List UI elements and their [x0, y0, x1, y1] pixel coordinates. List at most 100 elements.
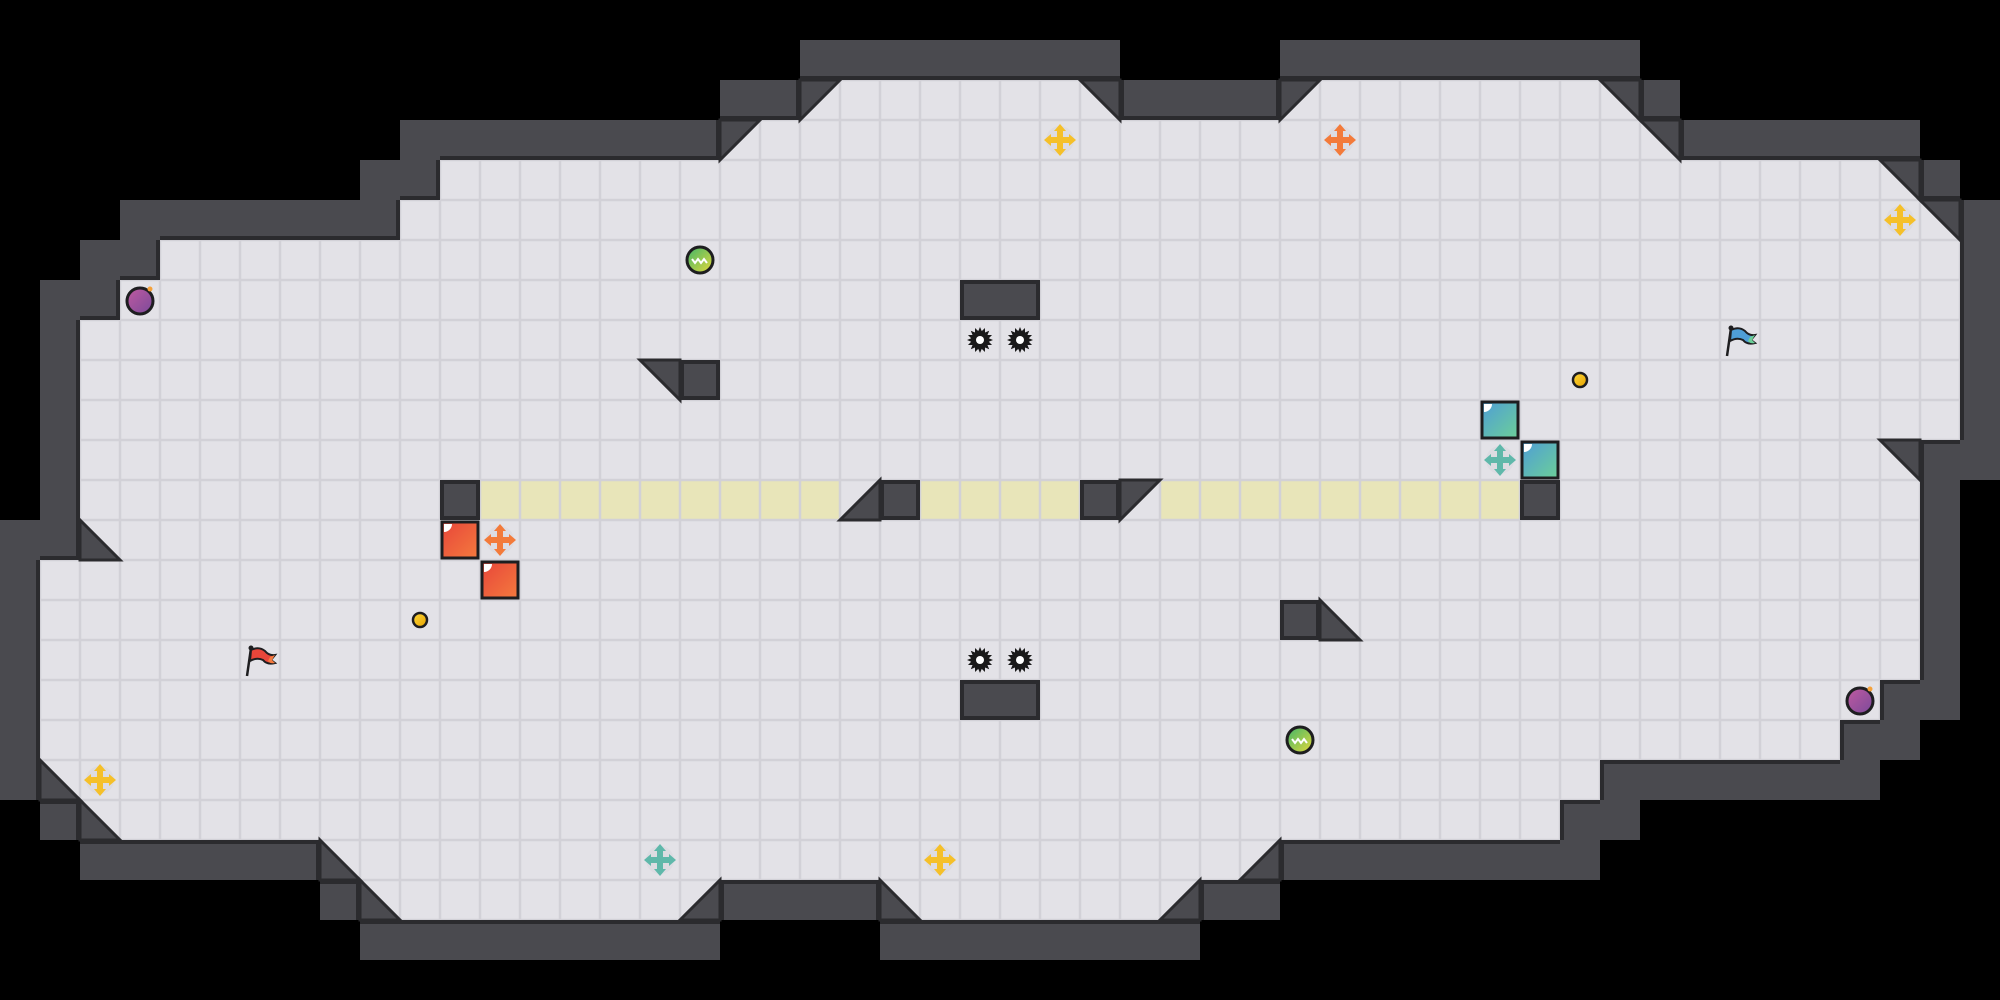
floor-tile [119, 519, 161, 561]
floor-tile [1079, 519, 1121, 561]
floor-tile [1679, 719, 1721, 761]
floor-tile [1719, 719, 1761, 761]
floor-tile [1639, 679, 1681, 721]
wall-edge [640, 920, 680, 924]
floor-tile [1799, 159, 1841, 201]
floor-tile [1239, 599, 1281, 641]
floor-tile [759, 319, 801, 361]
floor-tile [1719, 679, 1761, 721]
wall-edge [80, 840, 120, 844]
floor-tile [239, 359, 281, 401]
yellow-zone-tile [1319, 479, 1361, 521]
wall-edge [1760, 156, 1800, 160]
wall-edge [1280, 600, 1320, 604]
spike-hole [976, 336, 984, 344]
wall-tile [0, 760, 40, 800]
wall-edge [1080, 76, 1120, 80]
floor-tile [1199, 759, 1241, 801]
floor-tile [919, 639, 961, 681]
floor-tile [1599, 439, 1641, 481]
floor-tile [759, 199, 801, 241]
floor-tile [439, 199, 481, 241]
wall-edge [40, 800, 80, 804]
floor-tile [599, 879, 641, 921]
wall-tile [1960, 280, 2000, 320]
floor-tile [879, 639, 921, 681]
floor-tile [1359, 399, 1401, 441]
wall-edge [1240, 880, 1280, 884]
floor-tile [359, 839, 401, 881]
wall-edge [280, 840, 320, 844]
wall-tile [680, 360, 720, 400]
floor-tile [1159, 319, 1201, 361]
floor-tile [199, 599, 241, 641]
floor-tile [1599, 719, 1641, 761]
floor-tile [1639, 199, 1681, 241]
wall-tile [0, 560, 40, 600]
floor-tile [519, 679, 561, 721]
wall-edge [76, 520, 80, 560]
floor-tile [919, 319, 961, 361]
floor-tile [679, 159, 721, 201]
wall-edge [1920, 196, 1960, 200]
red-team-tile [440, 520, 480, 560]
floor-tile [439, 359, 481, 401]
wall-edge [1200, 116, 1240, 120]
floor-tile [1479, 559, 1521, 601]
boost-arrow [949, 854, 956, 866]
floor-tile [599, 719, 641, 761]
wall-edge [1316, 600, 1320, 640]
floor-tile [159, 559, 201, 601]
floor-tile [399, 359, 441, 401]
floor-tile [1519, 759, 1561, 801]
floor-tile [1559, 159, 1601, 201]
floor-tile [759, 719, 801, 761]
floor-tile [999, 799, 1041, 841]
floor-tile [1159, 519, 1201, 561]
floor-tile [1399, 279, 1441, 321]
floor-tile [199, 679, 241, 721]
floor-tile [559, 199, 601, 241]
floor-tile [1199, 839, 1241, 881]
floor-tile [1159, 639, 1201, 681]
floor-tile [1559, 319, 1601, 361]
floor-tile [399, 439, 441, 481]
boost-arrow [1484, 454, 1491, 466]
wall-tile [1920, 520, 1960, 560]
floor-tile [1679, 559, 1721, 601]
floor-tile [1399, 639, 1441, 681]
wall-tile [1000, 680, 1040, 720]
wall-edge [76, 360, 80, 400]
floor-tile [1879, 399, 1921, 441]
wall-tile [1480, 40, 1520, 80]
floor-tile [199, 439, 241, 481]
floor-tile [1239, 679, 1281, 721]
floor-tile [599, 199, 641, 241]
floor-tile [1319, 439, 1361, 481]
floor-tile [1839, 399, 1881, 441]
boost-cross [930, 850, 950, 870]
wall-edge [680, 920, 720, 924]
wall-edge [1280, 76, 1320, 80]
floor-tile [1079, 679, 1121, 721]
floor-tile [1719, 279, 1761, 321]
blue-boost-icon [644, 844, 676, 876]
wall-edge [160, 236, 200, 240]
wall-tile [600, 920, 640, 960]
floor-tile [279, 799, 321, 841]
wall-edge [1276, 80, 1280, 120]
floor-tile [1479, 759, 1521, 801]
wall-edge [960, 716, 1000, 720]
wall-edge [1000, 920, 1040, 924]
floor-tile [1879, 359, 1921, 401]
floor-tile [1319, 359, 1361, 401]
floor-tile [1479, 279, 1521, 321]
floor-tile [799, 519, 841, 561]
floor-tile [319, 559, 361, 601]
floor-tile [1119, 519, 1161, 561]
wall-tile [40, 800, 80, 840]
red-team-tile [480, 560, 520, 600]
floor-tile [1919, 319, 1961, 361]
floor-tile [599, 439, 641, 481]
floor-tile [1279, 239, 1321, 281]
